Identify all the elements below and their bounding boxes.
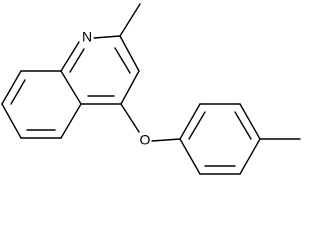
oxygen-label: O <box>140 132 151 148</box>
bond-c1p-c2p <box>179 103 201 140</box>
bond-c4p-c5p <box>239 138 261 175</box>
bond-c4a-c8a <box>60 70 82 105</box>
molecule-drawing: N O <box>1 3 301 175</box>
bond-c8a-n1 <box>60 41 80 72</box>
bond-c4-o <box>120 103 140 133</box>
bond-c2-c3-inner <box>114 47 131 74</box>
bond-c3-c4 <box>120 70 140 105</box>
bond-o-c1p <box>151 138 181 142</box>
bond-c6p-c1p <box>179 138 201 175</box>
bond-c8a-n1-inner <box>69 48 85 73</box>
bond-c3p-c4p <box>239 103 261 140</box>
structure-diagram: N O <box>1 3 301 175</box>
bond-c8-c7 <box>1 70 22 105</box>
bond-methyl-c2 <box>119 3 141 37</box>
bond-c3p-c4p-inner <box>234 111 252 140</box>
bond-n1-c2 <box>93 35 121 39</box>
bond-c5-c4a <box>60 103 82 139</box>
nitrogen-label: N <box>82 29 92 45</box>
bond-c1p-c2p-inner <box>188 111 206 140</box>
bond-c8-c7-inner <box>10 79 26 105</box>
bond-c2-c3 <box>119 35 140 72</box>
bond-c7-c6 <box>1 103 22 139</box>
